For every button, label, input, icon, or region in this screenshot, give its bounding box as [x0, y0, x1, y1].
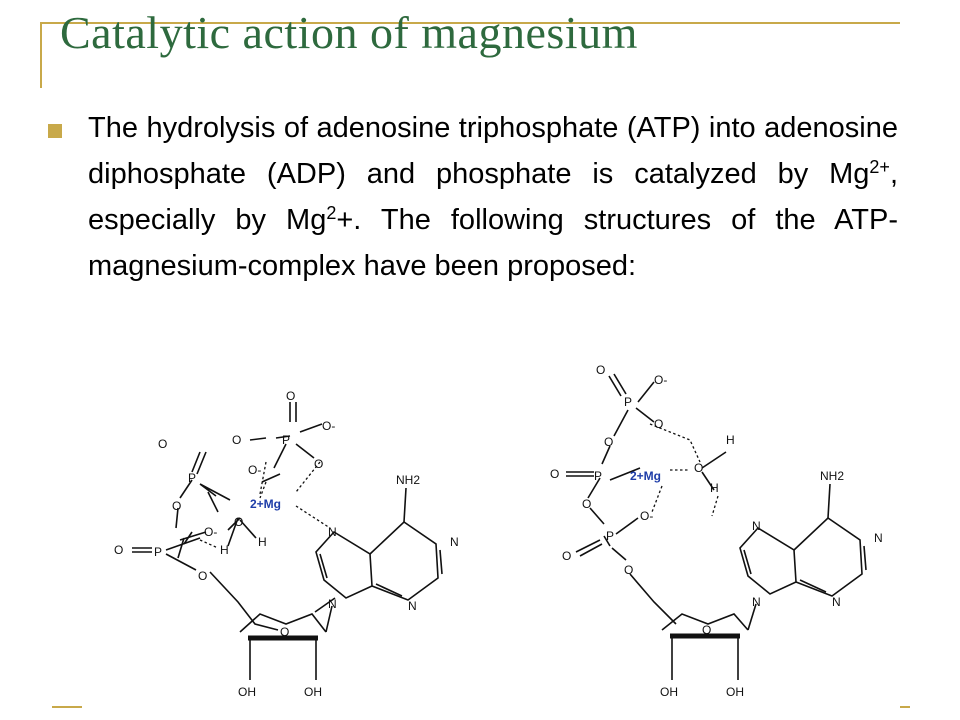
bullet-square-icon — [48, 124, 62, 138]
right-atom-hydrogen-2: H — [710, 481, 719, 495]
left-atom-oxygen-1: O — [286, 389, 295, 403]
bullet-text: The hydrolysis of adenosine triphosphate… — [88, 105, 898, 337]
right-amine-group: NH2 — [820, 469, 844, 483]
left-atom-oxygen-3: O — [314, 457, 323, 471]
left-atom-nitrogen-2: N — [328, 597, 337, 611]
left-atom-phosphorus-2: P — [188, 471, 196, 485]
right-atom-nitrogen-2: N — [752, 595, 761, 609]
left-atom-oxygen-8: O — [198, 569, 207, 583]
right-atom-oxygen-4: O — [694, 461, 703, 475]
right-atom-phosphorus-2: P — [594, 469, 602, 483]
right-magnesium-ion: 2+Mg — [630, 469, 661, 483]
bullet-text-part-2: , especially by Mg — [88, 158, 898, 236]
bullet-superscript-2: 2 — [326, 203, 337, 223]
right-atom-nitrogen-1: N — [752, 519, 761, 533]
right-hydroxyl-1: OH — [660, 685, 678, 699]
left-atom-hydrogen-2: H — [220, 543, 229, 557]
right-atom-oxygen-1: O — [596, 363, 605, 377]
left-atom-oxygen-7: O — [114, 543, 123, 557]
slide-title: Catalytic action of magnesium — [60, 7, 638, 58]
right-atom-nitrogen-4: N — [874, 531, 883, 545]
left-atom-oxide-1: O- — [322, 419, 335, 433]
left-atom-hydrogen-1: H — [258, 535, 267, 549]
left-hydroxyl-1: OH — [238, 685, 256, 699]
right-atom-phosphorus-1: P — [624, 395, 632, 409]
bullet-superscript-1: 2+ — [869, 157, 890, 177]
right-atom-oxygen-3: O — [604, 435, 613, 449]
right-atom-oxygen-9: O — [702, 623, 711, 637]
right-atom-oxygen-8: O — [624, 563, 633, 577]
left-atom-oxygen-5: O — [172, 499, 181, 513]
left-atom-oxygen-6: O — [234, 515, 243, 529]
left-amine-group: NH2 — [396, 473, 420, 487]
left-atom-nitrogen-4: N — [450, 535, 459, 549]
left-atom-nitrogen-1: N — [328, 525, 337, 539]
right-structure: O O- P O O H O O P 2+Mg H O O- P O O O O… — [550, 363, 883, 699]
left-atom-oxide-3: O- — [204, 525, 217, 539]
right-atom-oxygen-5: O — [550, 467, 559, 481]
right-atom-oxide-1: O- — [654, 373, 667, 387]
frame-bottom-line-left — [52, 706, 82, 708]
bullet-text-part-1: The hydrolysis of adenosine triphosphate… — [88, 112, 898, 190]
left-structure: O O- P O O O- O P O 2+Mg O O- H H O P O … — [114, 389, 459, 699]
right-atom-oxygen-2: O — [654, 417, 663, 431]
frame-bottom-line-right — [900, 706, 910, 708]
left-atom-oxygen-2: O — [232, 433, 241, 447]
left-magnesium-ion: 2+Mg — [250, 497, 281, 511]
right-hydroxyl-2: OH — [726, 685, 744, 699]
left-atom-nitrogen-3: N — [408, 599, 417, 613]
left-atom-phosphorus-3: P — [154, 545, 162, 559]
right-atom-phosphorus-3: P — [606, 529, 614, 543]
right-atom-nitrogen-3: N — [832, 595, 841, 609]
bullet-text-part-3: +. The following structures of the ATP-m… — [88, 204, 898, 282]
left-hydroxyl-2: OH — [304, 685, 322, 699]
frame-left-line — [40, 22, 42, 88]
frame-top-line — [40, 22, 900, 24]
left-atom-oxygen-9: O — [280, 625, 289, 639]
right-atom-oxide-2: O- — [640, 509, 653, 523]
left-atom-oxide-2: O- — [248, 463, 261, 477]
left-atom-phosphorus-1: P — [282, 433, 290, 447]
left-atom-oxygen-4: O — [158, 437, 167, 451]
right-atom-oxygen-6: O — [582, 497, 591, 511]
right-atom-oxygen-7: O — [562, 549, 571, 563]
right-atom-hydrogen-1: H — [726, 433, 735, 447]
atp-magnesium-complex-diagram: O O- P O O O- O P O 2+Mg O O- H H O P O … — [114, 363, 883, 699]
